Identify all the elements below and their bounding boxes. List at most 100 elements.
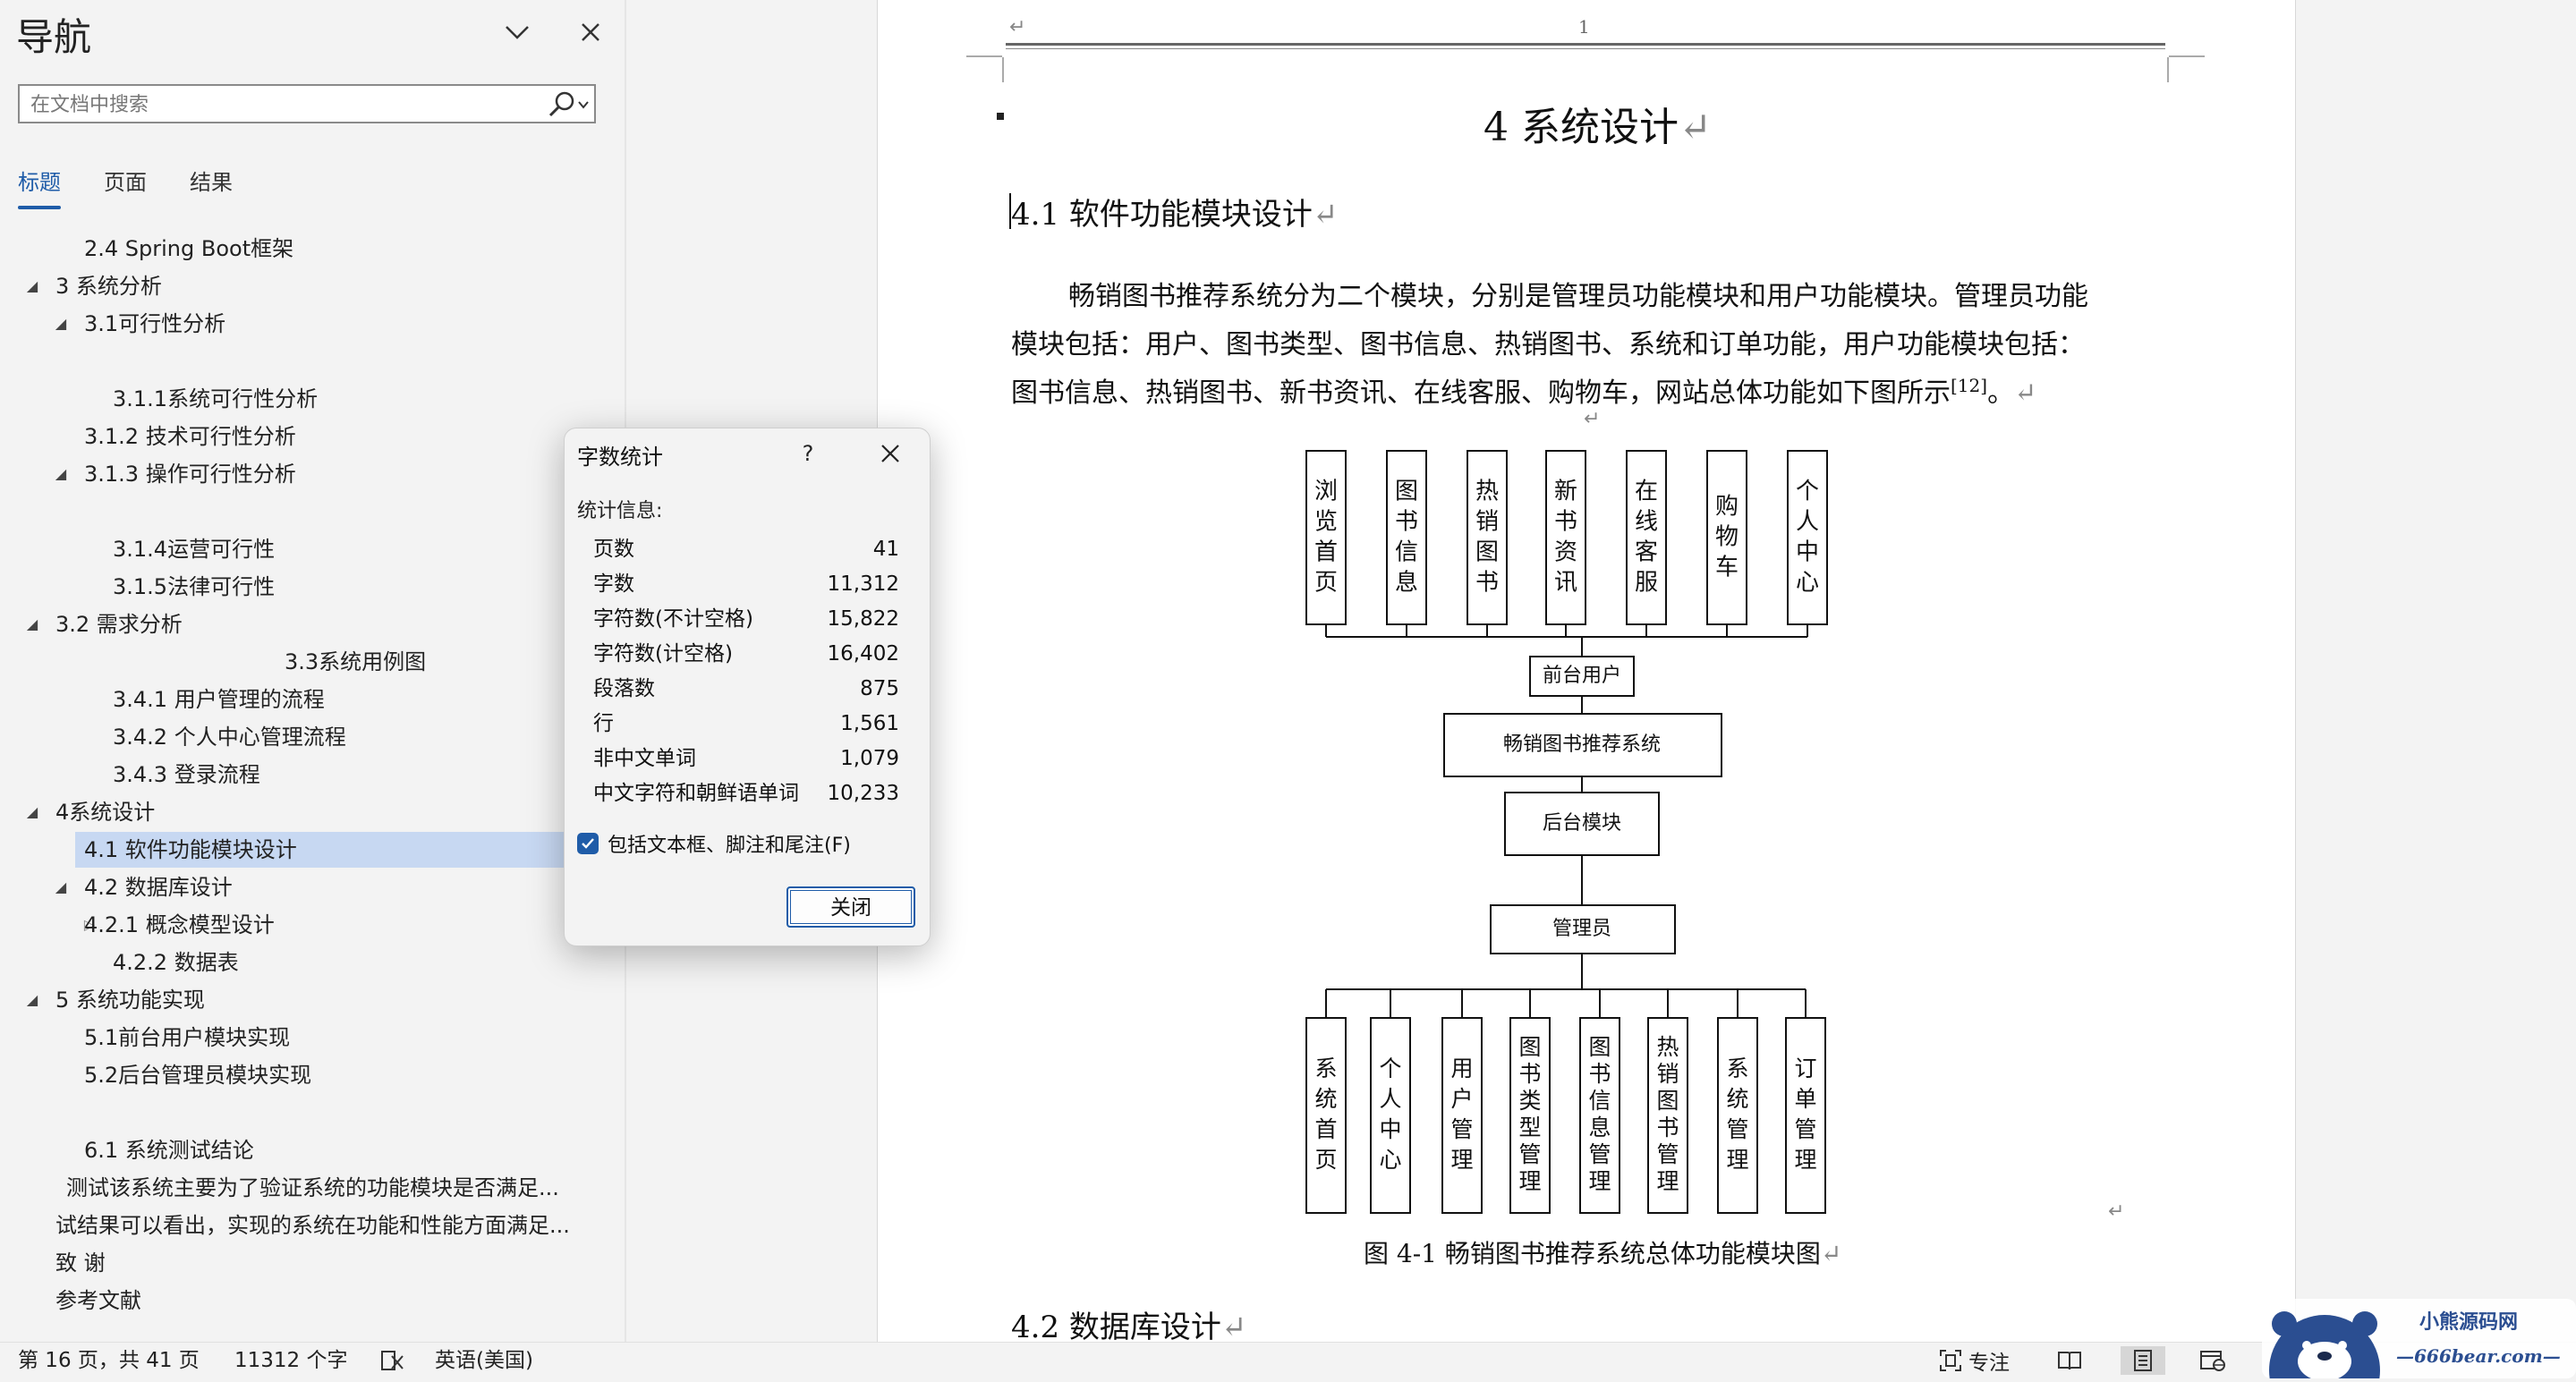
nav-heading-item[interactable]: 3.4.1 用户管理的流程 xyxy=(0,682,625,717)
nav-heading-item[interactable]: 3.4.2 个人中心管理流程 xyxy=(0,719,625,755)
module-label-char: 管 xyxy=(1656,1141,1679,1167)
module-label-char: 书 xyxy=(1656,1115,1679,1140)
search-options-button[interactable] xyxy=(539,89,589,120)
body-paragraph-line-1[interactable]: 畅销图书推荐系统分为二个模块，分别是管理员功能模块和用户功能模块。管理员功能 xyxy=(1068,281,2088,312)
module-label-char: 个 xyxy=(1379,1056,1401,1081)
module-label-char: 购 xyxy=(1715,494,1739,521)
focus-mode-button[interactable]: 专注 xyxy=(1938,1346,2010,1375)
module-label-char: 览 xyxy=(1314,509,1338,536)
paragraph-mark: ↵ xyxy=(1009,16,1026,38)
caret-down-icon[interactable]: ◢ xyxy=(55,315,67,332)
nav-heading-label: 测试该系统主要为了验证系统的功能模块是否满足... xyxy=(66,1175,559,1200)
page-info[interactable]: 第 16 页，共 41 页 xyxy=(18,1349,200,1372)
caret-down-icon[interactable]: ◢ xyxy=(26,277,38,294)
top-module-box xyxy=(1467,450,1508,625)
caret-down-icon[interactable]: ◢ xyxy=(55,878,67,895)
dialog-close-icon[interactable] xyxy=(869,436,912,471)
tab-pages[interactable]: 页面 xyxy=(104,170,147,195)
nav-heading-item[interactable]: ◢3.2 需求分析 xyxy=(0,606,625,642)
nav-heading-item[interactable]: 3.3系统用例图 xyxy=(0,644,625,680)
nav-heading-item[interactable]: 3.1.2 技术可行性分析 xyxy=(0,419,625,454)
nav-heading-item[interactable]: 参考文献 xyxy=(0,1283,625,1318)
body-paragraph-line-3[interactable]: 图书信息、热销图书、新书资讯、在线客服、购物车，网站总体功能如下图所示[12]。… xyxy=(1011,370,2036,410)
nav-heading-item[interactable]: 3.1.1系统可行性分析 xyxy=(0,381,625,417)
figure-caption[interactable]: 图 4-1 畅销图书推荐系统总体功能模块图↵ xyxy=(1364,1234,1841,1270)
proofing-icon[interactable] xyxy=(379,1346,404,1375)
nav-heading-item[interactable]: ▷4.2.1 概念模型设计 xyxy=(0,907,625,943)
stat-value: 1,079 xyxy=(840,747,899,770)
crop-mark xyxy=(2167,57,2169,82)
module-label-char: 管 xyxy=(1450,1116,1473,1142)
nav-heading-item[interactable]: 2.4 Spring Boot框架 xyxy=(0,231,625,267)
nav-heading-item[interactable]: 6.1 系统测试结论 xyxy=(0,1132,625,1168)
nav-heading-item[interactable]: ◢4系统设计 xyxy=(0,794,625,830)
caret-down-icon[interactable]: ◢ xyxy=(26,615,38,632)
language-indicator[interactable]: 英语(美国) xyxy=(435,1349,533,1372)
web-layout-icon[interactable] xyxy=(2198,1346,2228,1375)
nav-options-chevron-icon[interactable] xyxy=(497,13,537,52)
stat-value: 41 xyxy=(872,538,899,561)
module-label-char: 户 xyxy=(1450,1086,1473,1112)
chapter-title[interactable]: 4 系统设计↵ xyxy=(1484,95,1712,152)
module-label-char: 个 xyxy=(1796,479,1819,505)
nav-search-input[interactable] xyxy=(29,89,533,120)
print-layout-icon[interactable] xyxy=(2121,1346,2165,1375)
nav-heading-item[interactable]: ◢4.2 数据库设计 xyxy=(0,869,625,905)
nav-heading-item[interactable]: 3.1.4运营可行性 xyxy=(0,531,625,567)
word-count[interactable]: 11312 个字 xyxy=(234,1349,348,1372)
tab-results[interactable]: 结果 xyxy=(190,170,233,195)
nav-heading-item[interactable]: 3.4.3 登录流程 xyxy=(0,757,625,793)
nav-heading-item[interactable]: 5.2后台管理员模块实现 xyxy=(0,1057,625,1093)
nav-heading-item[interactable]: ◢5 系统功能实现 xyxy=(0,982,625,1018)
module-label-char: 信 xyxy=(1588,1088,1611,1114)
nav-heading-item[interactable]: ◢ 3.1可行性分析 xyxy=(0,306,625,342)
nav-heading-label: 致 谢 xyxy=(55,1251,106,1276)
tab-headings[interactable]: 标题 xyxy=(18,165,61,209)
stat-label: 行 xyxy=(593,712,614,735)
caret-down-icon[interactable]: ◢ xyxy=(26,991,38,1008)
citation-ref: [12] xyxy=(1951,375,1988,396)
nav-heading-item[interactable]: 致 谢 xyxy=(0,1245,625,1281)
module-label-char: 统 xyxy=(1314,1086,1337,1112)
module-label-char: 类 xyxy=(1518,1088,1541,1114)
stat-label: 中文字符和朝鲜语单词 xyxy=(593,782,799,805)
nav-heading-item[interactable]: ◢3.1.3 操作可行性分析 xyxy=(0,456,625,492)
paragraph-mark: ↵ xyxy=(1584,408,1601,430)
nav-heading-item[interactable]: 3.1.5法律可行性 xyxy=(0,569,625,605)
para-line-3-text: 图书信息、热销图书、新书资讯、在线客服、购物车，网站总体功能如下图所示 xyxy=(1011,377,1951,409)
nav-heading-label: 3.1可行性分析 xyxy=(84,311,226,336)
module-label-char: 销 xyxy=(1475,509,1499,536)
nav-heading-item[interactable]: ◢3 系统分析 xyxy=(0,268,625,304)
close-button[interactable]: 关闭 xyxy=(786,886,915,928)
module-label-char: 页 xyxy=(1314,570,1338,597)
caret-right-icon[interactable]: ▷ xyxy=(83,916,96,933)
nav-close-icon[interactable] xyxy=(571,13,610,52)
section-heading-4-1[interactable]: 4.1 软件功能模块设计↵ xyxy=(1011,190,1338,233)
body-paragraph-line-2[interactable]: 模块包括：用户、图书类型、图书信息、热销图书、系统和订单功能，用户功能模块包括： xyxy=(1011,329,2085,360)
nav-heading-label: 3.4.2 个人中心管理流程 xyxy=(113,725,346,750)
module-label-char: 统 xyxy=(1726,1086,1748,1112)
nav-heading-item[interactable]: 测试该系统主要为了验证系统的功能模块是否满足... xyxy=(0,1170,625,1206)
crop-mark xyxy=(966,55,1002,57)
nav-heading-item[interactable]: 试结果可以看出，实现的系统在功能和性能方面满足... xyxy=(0,1208,625,1243)
read-mode-icon[interactable] xyxy=(2054,1346,2085,1375)
include-textboxes-checkbox[interactable]: 包括文本框、脚注和尾注(F) xyxy=(577,829,851,858)
nav-heading-label: 3.4.1 用户管理的流程 xyxy=(113,687,325,712)
nav-heading-label: 3.1.1系统可行性分析 xyxy=(113,386,319,411)
dialog-help-button[interactable]: ? xyxy=(802,441,814,466)
nav-heading-item[interactable]: 5.1前台用户模块实现 xyxy=(0,1020,625,1056)
caret-down-icon[interactable]: ◢ xyxy=(26,803,38,820)
nav-heading-item[interactable]: 4.1 软件功能模块设计 xyxy=(75,832,585,868)
function-module-diagram[interactable]: 浏览首页图书信息热销图书新书资讯在线客服购物车个人中心前台用户畅销图书推荐系统后… xyxy=(1288,438,1843,1225)
nav-heading-item[interactable]: 4.2.2 数据表 xyxy=(0,945,625,980)
text-cursor xyxy=(1009,193,1011,229)
watermark-url: —666bear.com— xyxy=(2396,1345,2561,1367)
module-label-char: 服 xyxy=(1635,570,1658,597)
stat-label: 字数 xyxy=(593,572,634,596)
caret-down-icon[interactable]: ◢ xyxy=(55,465,67,482)
section-heading-4-2[interactable]: 4.2 数据库设计↵ xyxy=(1011,1302,1246,1346)
